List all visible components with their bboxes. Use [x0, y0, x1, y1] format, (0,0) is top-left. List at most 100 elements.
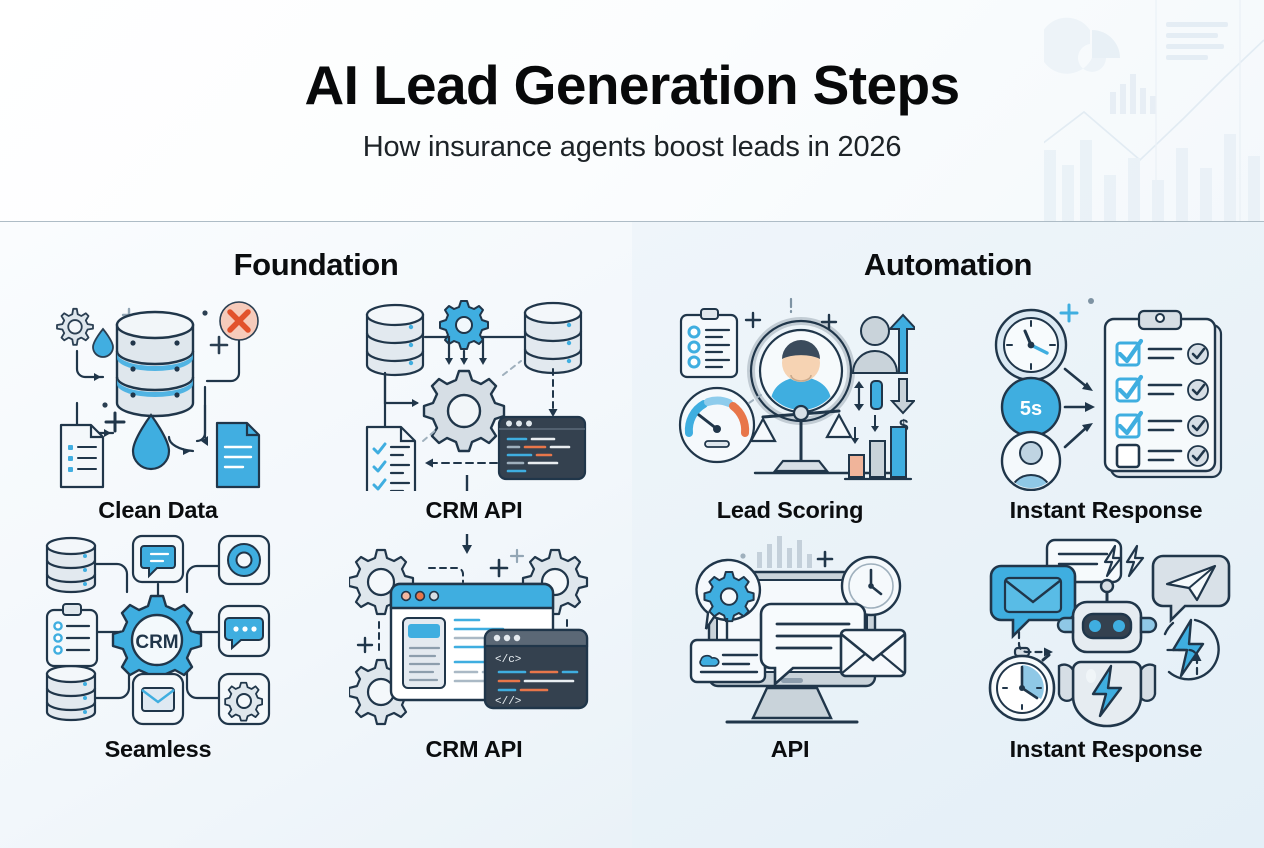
card-instant-response-bottom[interactable]: Instant Response	[948, 534, 1264, 763]
database-cylinder-icon-bl	[45, 664, 97, 722]
circle-logo-tile-icon	[217, 534, 271, 586]
card-seamless[interactable]: CRM	[0, 534, 316, 763]
clock-icon	[840, 555, 902, 617]
clipboard-icon	[679, 308, 739, 379]
water-droplet-large-icon	[131, 413, 171, 471]
card-label-seamless: Seamless	[104, 736, 212, 762]
card-label-crm-api: CRM API	[425, 736, 523, 762]
foundation-card-grid: Clean Data	[0, 295, 632, 763]
gear-large-icon	[422, 369, 506, 453]
dollar-sign: $	[899, 416, 909, 435]
card-label-instant-response-top: Instant Response	[1009, 497, 1203, 523]
gear-icon	[56, 307, 94, 346]
database-cylinder-icon-right	[523, 301, 583, 375]
checklist-clock-icon: 5s	[994, 298, 1223, 491]
response-time-badge: 5s	[1000, 376, 1062, 438]
person-avatar-icon	[1000, 430, 1062, 491]
badge-text: 5s	[1020, 398, 1042, 420]
code-tag-close: <//>	[495, 696, 521, 708]
arrowhead-down	[548, 409, 558, 417]
email-envelope-icon	[839, 628, 907, 678]
card-instant-response-top[interactable]: 5s	[948, 295, 1264, 524]
header-divider	[0, 221, 1264, 223]
card-data-pipeline[interactable]: CRM API	[316, 295, 632, 524]
arrowhead-right	[1044, 647, 1053, 657]
card-label-lead-scoring: Lead Scoring	[716, 497, 864, 523]
arrowhead-left	[425, 458, 433, 468]
robot-icon	[1056, 578, 1158, 728]
dot-decoration	[1088, 298, 1094, 304]
plus-sign-decoration-3	[509, 548, 525, 564]
code-window-dark-icon	[497, 415, 587, 481]
checklist-document-icon	[365, 425, 417, 491]
error-x-icon	[219, 301, 259, 341]
crm-hub-icon: CRM	[45, 534, 271, 726]
plus-sign-decoration	[816, 550, 834, 568]
arrowhead-1	[1082, 382, 1093, 391]
automation-card-grid: $	[632, 295, 1264, 763]
message-tile-icon	[689, 638, 777, 684]
clipboard-icon	[45, 603, 99, 668]
document-clean-icon	[215, 421, 261, 489]
dashed-decoration	[748, 394, 762, 404]
card-label-instant-response-bottom: Instant Response	[1009, 736, 1203, 762]
section-automation: Automation	[632, 222, 1264, 848]
browser-code-icon: </c> <//>	[349, 534, 589, 726]
card-lead-scoring[interactable]: $	[632, 295, 948, 524]
gear-bubble-icon	[695, 558, 762, 630]
water-droplet-icon	[92, 327, 114, 358]
chatbot-lightning-icon	[988, 538, 1231, 728]
plus-sign-decoration-2	[209, 335, 229, 355]
gear-blue-icon	[439, 300, 489, 350]
stopwatch-icon	[988, 646, 1056, 722]
small-down-arrow-icon-2	[851, 427, 859, 444]
card-label-clean-data: Clean Data	[98, 497, 218, 523]
clock-face-icon	[994, 308, 1068, 382]
person-silhouette-icon	[851, 316, 899, 374]
small-updown-arrow-icon	[854, 381, 864, 411]
card-api[interactable]: API	[632, 534, 948, 763]
dot-decoration	[202, 310, 208, 316]
database-cylinder-icon-left	[365, 303, 425, 377]
email-envelope-tile-icon	[131, 672, 185, 726]
card-label-api: API	[770, 736, 810, 762]
dot-decoration	[740, 553, 746, 559]
arrowhead-up	[1192, 652, 1202, 661]
page-title: AI Lead Generation Steps	[304, 53, 961, 116]
section-title-automation: Automation	[863, 247, 1033, 282]
database-cylinder-icon-tl	[45, 536, 97, 594]
card-label-data-pipeline: CRM API	[425, 497, 523, 523]
chat-bubble-tile-icon	[131, 534, 185, 584]
up-arrow-icon	[887, 313, 915, 374]
infographic-header: AI Lead Generation Steps How insurance a…	[0, 0, 1264, 221]
bar-chart-faint-decoration	[757, 536, 812, 568]
paper-plane-bubble-icon	[1151, 554, 1231, 624]
down-arrow-icon	[889, 378, 915, 415]
gear-tile-icon	[217, 672, 271, 726]
card-crm-api[interactable]: </c> <//> CRM API	[316, 534, 632, 763]
data-pipeline-gears-icon	[365, 300, 587, 491]
bar-chart-icon	[843, 426, 913, 481]
card-clean-data[interactable]: Clean Data	[0, 295, 316, 524]
arrowhead-2	[1085, 402, 1095, 412]
crm-gear-label: CRM	[135, 632, 178, 653]
clipboard-checklist-icon	[1103, 309, 1223, 479]
database-cylinder-icon	[115, 310, 195, 418]
email-bubble-icon	[989, 564, 1077, 640]
monitor-chat-icon	[689, 536, 907, 724]
database-cleaning-icon	[56, 301, 261, 489]
plus-sign-decoration-2	[820, 313, 838, 331]
plus-sign-decoration	[489, 558, 509, 578]
flow-arrows	[1063, 367, 1089, 449]
small-down-arrow-icon	[871, 415, 879, 432]
lead-scoring-scales-icon: $	[678, 297, 915, 481]
blue-bar-indicator	[870, 380, 883, 410]
code-editor-dark-icon: </c> <//>	[483, 628, 589, 710]
plus-sign-decoration-3	[104, 411, 126, 433]
crm-gear-icon: CRM	[111, 594, 203, 686]
document-list-icon	[59, 423, 105, 489]
section-title-foundation: Foundation	[233, 247, 399, 282]
code-tag-open: </c>	[495, 654, 521, 666]
section-foundation: Foundation	[0, 222, 632, 848]
